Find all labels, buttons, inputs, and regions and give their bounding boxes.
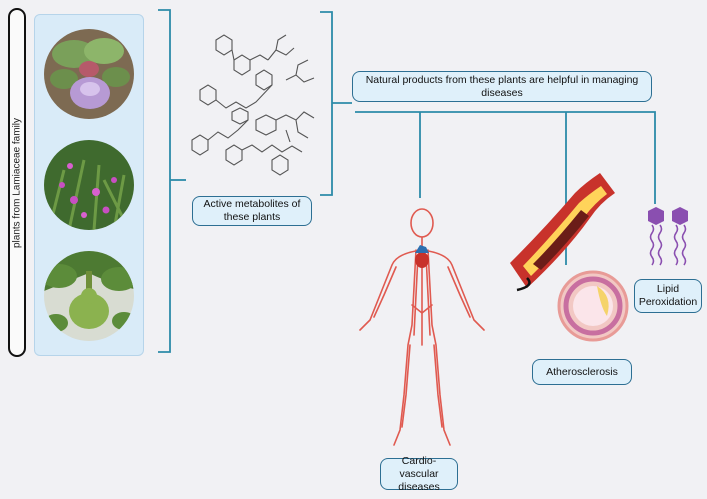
- atherosclerosis-artery-figure: [510, 173, 629, 342]
- chemical-structures: [191, 34, 315, 176]
- metabolites-label: Active metabolites of these plants: [203, 198, 301, 223]
- lipid-peroxidation-label: Lipid Peroxidation: [638, 283, 698, 308]
- metabolites-box: Active metabolites of these plants: [192, 196, 312, 226]
- natural-products-box: Natural products from these plants are h…: [352, 71, 652, 102]
- lipid-peroxidation-box: Lipid Peroxidation: [634, 279, 702, 313]
- plant-image-orchid-like: [44, 29, 134, 119]
- plant-family-label-box: plants from Lamiaceae family: [8, 8, 26, 357]
- cardiovascular-label: Cardio-vascular diseases: [398, 454, 440, 493]
- lipid-bilayer-icon: [648, 207, 688, 266]
- plant-image-gourd: [44, 251, 134, 341]
- plant-image-pink-flowers: [44, 140, 134, 230]
- cardiovascular-box: Cardio-vascular diseases: [380, 455, 458, 493]
- atherosclerosis-label: Atherosclerosis: [546, 365, 618, 378]
- natural-products-label: Natural products from these plants are h…: [365, 73, 639, 99]
- atherosclerosis-box: Atherosclerosis: [532, 359, 632, 385]
- plant-images-panel: [34, 14, 144, 356]
- cardiovascular-system-figure: [359, 208, 485, 446]
